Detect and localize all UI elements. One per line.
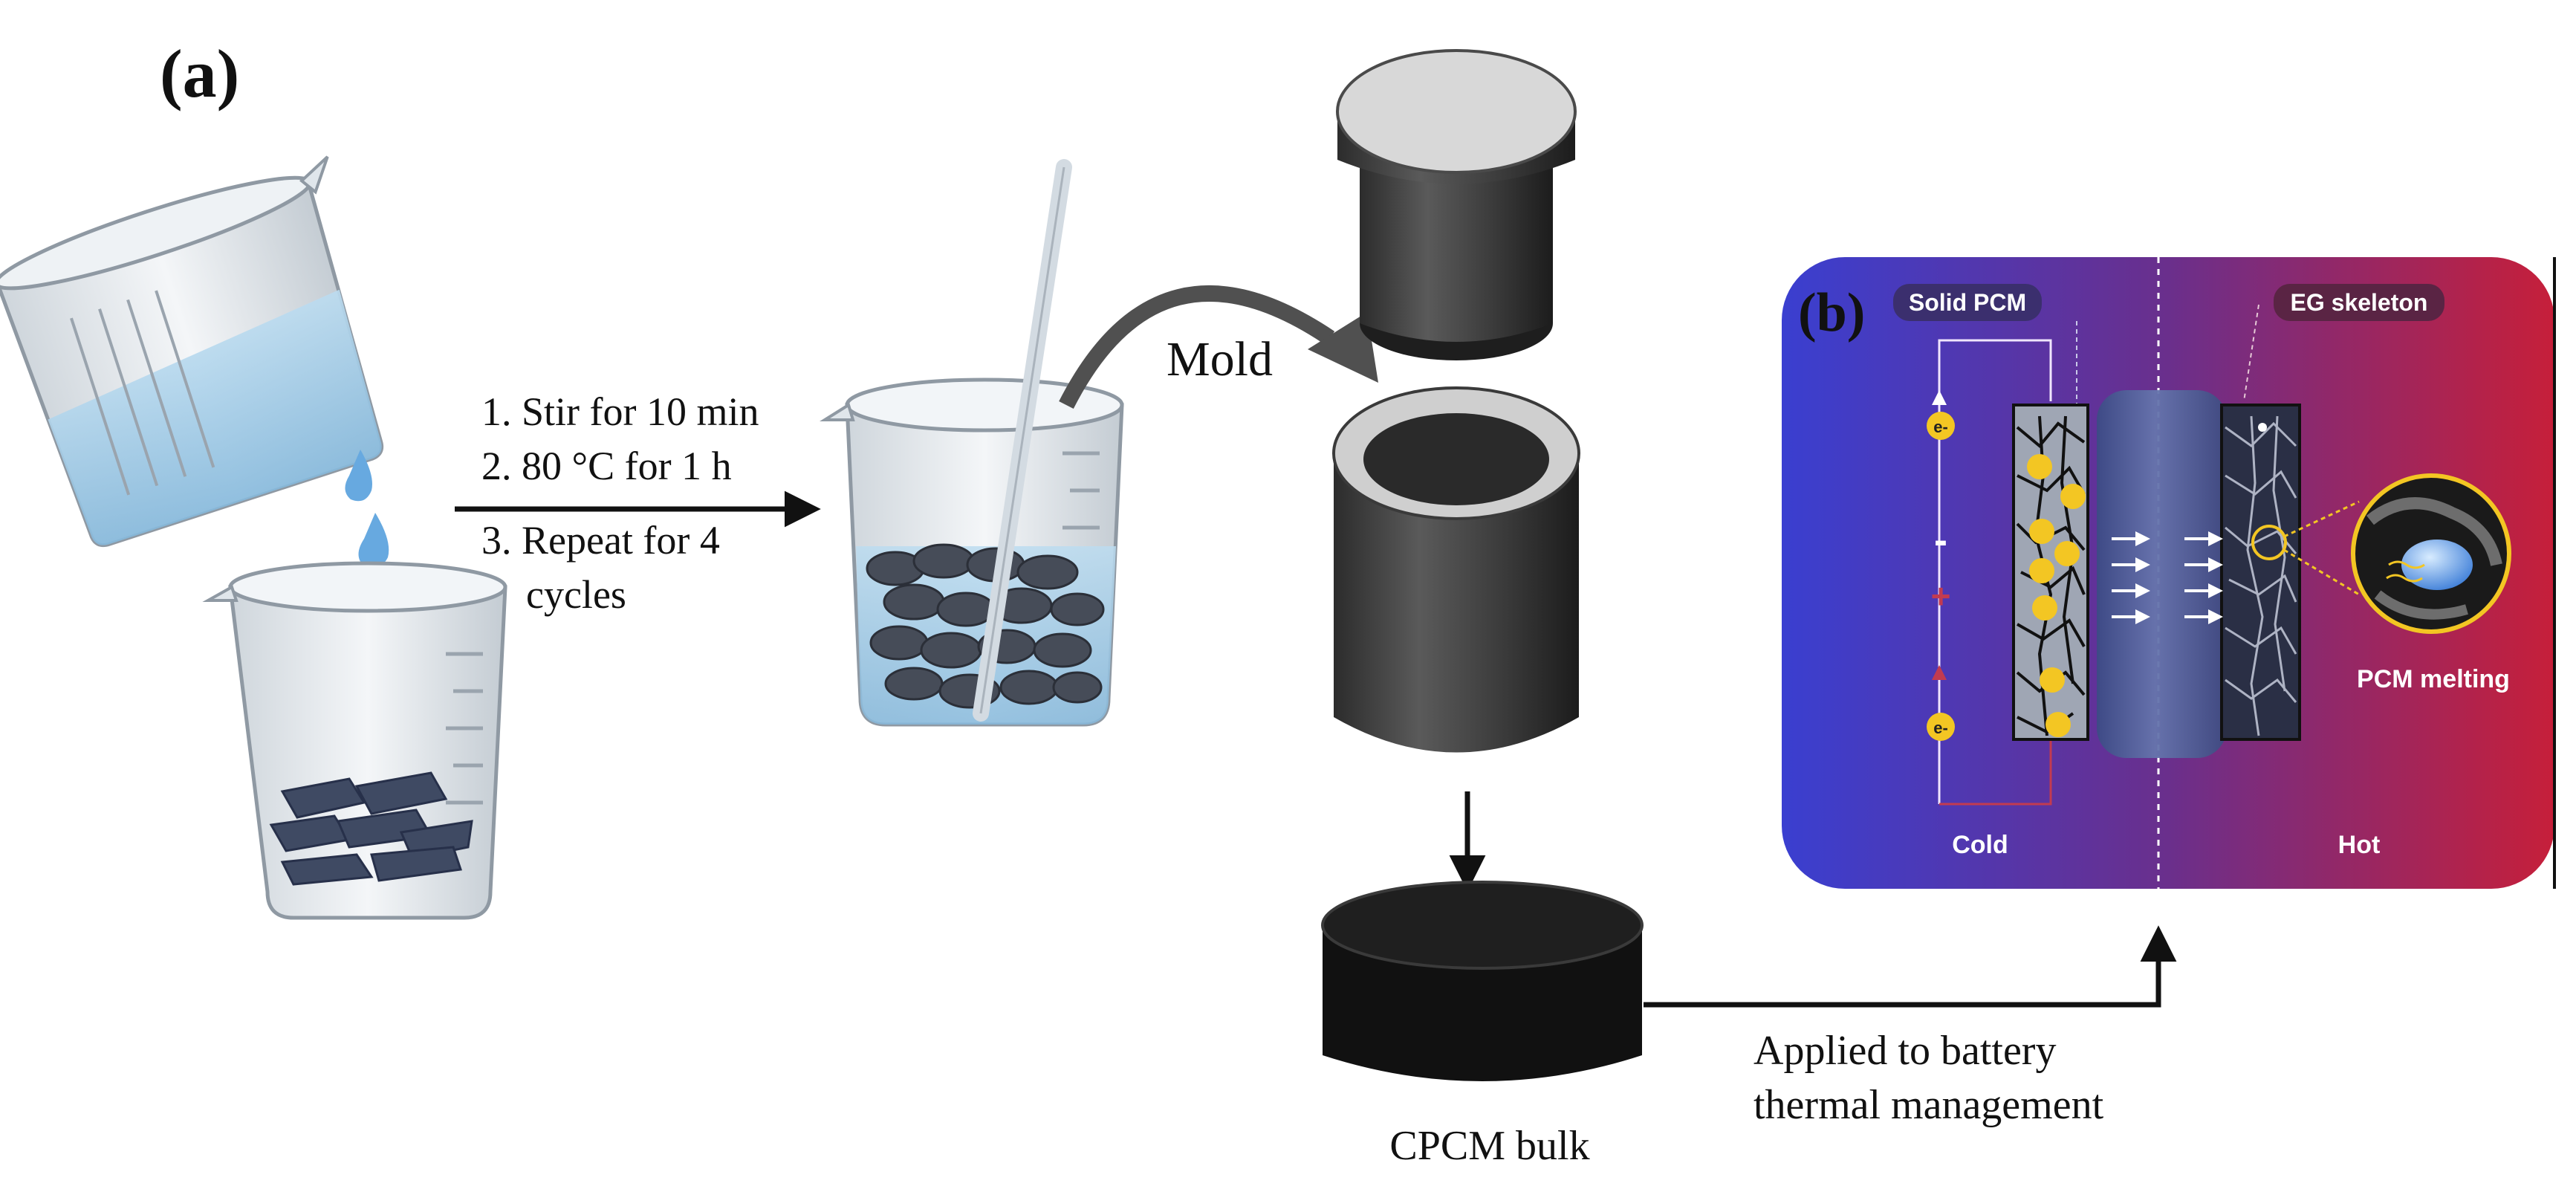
electron: [2054, 541, 2080, 566]
hot-label: Hot: [2338, 831, 2381, 859]
mold-body: [1332, 386, 1580, 753]
electron: [2027, 454, 2052, 479]
electron: [2032, 595, 2057, 621]
pcm-melting-zoom: [2351, 473, 2511, 634]
elbow-arrow: [1644, 925, 2177, 1008]
applied-label-line2: thermal management: [1753, 1082, 2104, 1128]
step-1: 1. Stir for 10 min: [481, 389, 759, 434]
cold-label: Cold: [1952, 831, 2008, 859]
heat-arrows: [2112, 531, 2223, 624]
water-drops: [345, 450, 389, 568]
panel-b-label: (b): [1798, 282, 1865, 343]
flake-beaker: [202, 561, 507, 920]
step-3: 3. Repeat for 4: [481, 518, 720, 563]
pcm-melting-label: PCM melting: [2357, 665, 2510, 693]
tag-solid-pcm-text: Solid PCM: [1909, 289, 2026, 316]
minus-sign: -: [1934, 518, 1947, 563]
electron: [2060, 484, 2086, 509]
electron: [1927, 713, 1955, 741]
tag-eg-skeleton-text: EG skeleton: [2291, 289, 2428, 316]
circuit-wire: [1938, 339, 2052, 804]
tag-eg-skeleton: [2274, 284, 2444, 321]
electron: [2029, 519, 2054, 544]
panel-b: (b) Solid PCM EG skeleton - +: [1782, 257, 2556, 889]
battery-cell: [2097, 390, 2227, 758]
bulk-label: CPCM bulk: [1389, 1123, 1589, 1169]
mold-lid: [1336, 49, 1577, 360]
step-2: 2. 80 °C for 1 h: [481, 444, 732, 488]
electron-text: e-: [1933, 418, 1948, 436]
eg-skeleton-wall: [2220, 404, 2301, 741]
electrons: e- e-: [1927, 412, 2086, 741]
graphite-flakes: [269, 771, 473, 886]
pouring-beaker: [0, 155, 384, 548]
curved-arrow-to-mold: [1059, 285, 1378, 409]
process-steps: 1. Stir for 10 min 2. 80 °C for 1 h 3. R…: [481, 389, 759, 617]
applied-label-line1: Applied to battery: [1753, 1028, 2056, 1074]
stirring-beaker: [820, 159, 1124, 727]
mold-label: Mold: [1167, 332, 1273, 386]
electron: [2029, 558, 2054, 583]
tag-solid-pcm: [1893, 284, 2042, 321]
panel-a-label: (a): [160, 36, 239, 111]
cpcm-bulk: [1321, 881, 1644, 1081]
electron: [1927, 412, 1955, 440]
step-3-cont: cycles: [526, 572, 626, 617]
electron: [2040, 667, 2065, 693]
electron: [2045, 712, 2071, 737]
plus-sign: +: [1931, 577, 1951, 615]
electron-text: e-: [1933, 719, 1948, 737]
